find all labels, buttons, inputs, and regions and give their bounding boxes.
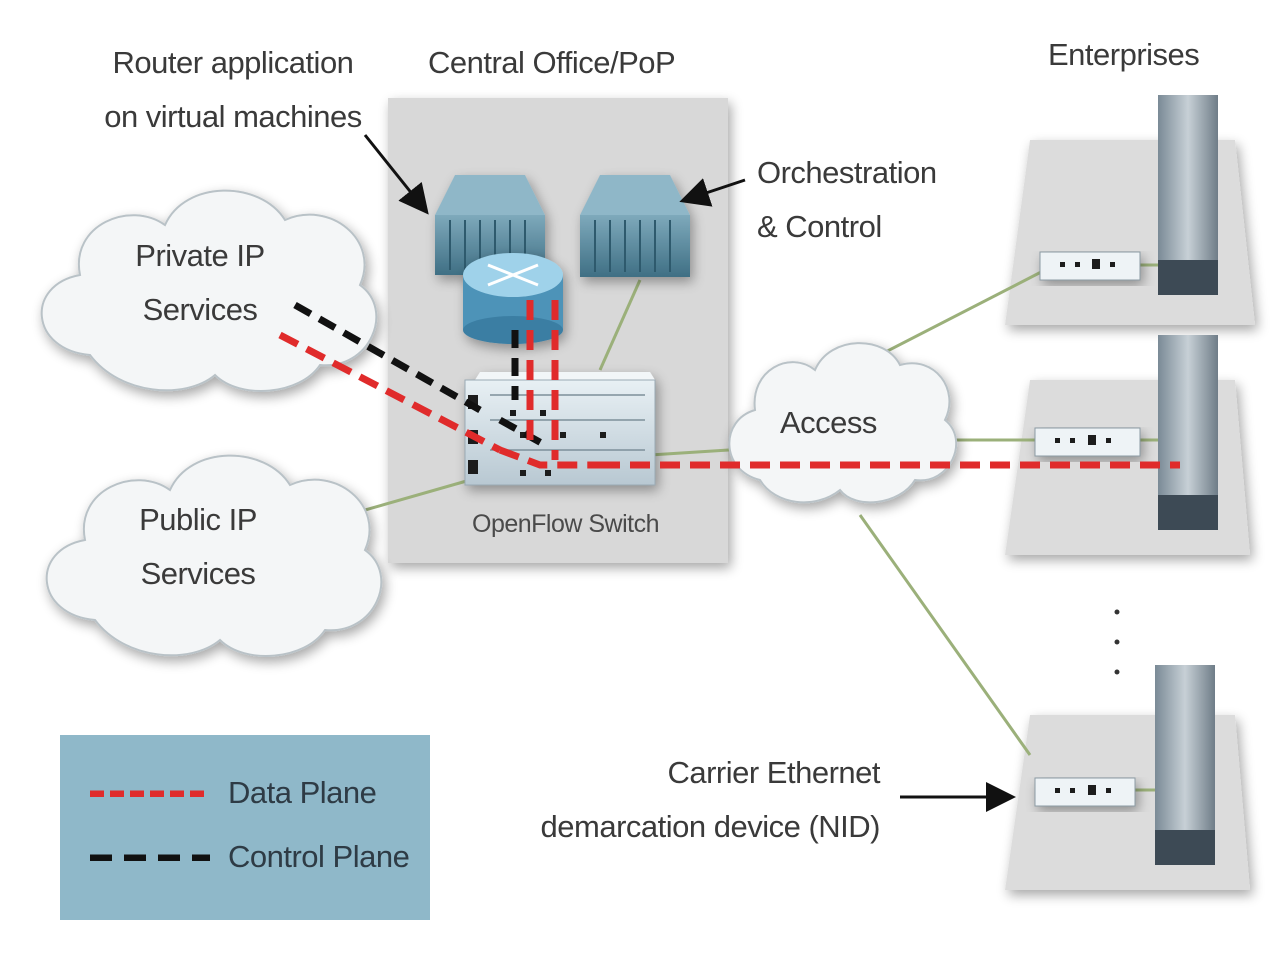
nid-device-3 bbox=[1034, 777, 1136, 807]
legend-swatch-control-plane bbox=[90, 854, 210, 861]
enterprise-tower-2 bbox=[1158, 335, 1218, 530]
nid-device-1 bbox=[1039, 251, 1141, 281]
legend: Data Plane Control Plane bbox=[60, 735, 430, 920]
arrow-router-app bbox=[363, 134, 429, 215]
legend-label-control-plane: Control Plane bbox=[228, 839, 410, 874]
label-carrier-line1: Carrier Ethernet bbox=[667, 755, 880, 790]
label-private-ip-line1: Private IP bbox=[135, 238, 265, 273]
label-carrier-line2: demarcation device (NID) bbox=[540, 808, 881, 844]
label-access: Access bbox=[780, 405, 877, 440]
label-public-ip-services: Public IP Services bbox=[108, 502, 288, 591]
label-enterprises: Enterprises bbox=[1048, 37, 1200, 72]
links bbox=[329, 263, 1170, 792]
label-private-ip-line2: Services bbox=[142, 291, 258, 327]
link-orchestration-to-switch bbox=[598, 279, 642, 371]
legend-label-data-plane: Data Plane bbox=[228, 775, 377, 810]
label-orchestration-line2: & Control bbox=[757, 208, 882, 244]
label-router-application-line1: Router application bbox=[112, 45, 354, 80]
label-public-ip-line1: Public IP bbox=[139, 502, 257, 537]
control-plane-path bbox=[293, 301, 547, 449]
enterprise-tower-3 bbox=[1155, 665, 1215, 865]
arrow-orchestration bbox=[679, 178, 746, 207]
orchestration-server bbox=[580, 175, 690, 277]
cloud-public-ip bbox=[45, 454, 383, 657]
label-private-ip-services: Private IP Services bbox=[110, 238, 290, 327]
more-enterprises-dots bbox=[1114, 609, 1120, 675]
label-router-application-line2: on virtual machines bbox=[104, 98, 362, 134]
link-access-to-ent3 bbox=[858, 514, 1032, 756]
nid-device-2 bbox=[1034, 427, 1141, 457]
legend-swatch-data-plane bbox=[90, 790, 210, 797]
legend-row-control-plane: Control Plane bbox=[90, 837, 410, 877]
label-central-office: Central Office/PoP bbox=[428, 45, 676, 80]
legend-row-data-plane: Data Plane bbox=[90, 773, 377, 813]
label-router-application: Router application on virtual machines bbox=[88, 45, 378, 134]
enterprise-tower-1 bbox=[1158, 95, 1218, 295]
link-access-to-ent1 bbox=[869, 268, 1046, 362]
label-orchestration-control: Orchestration & Control bbox=[757, 155, 937, 244]
label-public-ip-line2: Services bbox=[140, 555, 256, 591]
label-orchestration-line1: Orchestration bbox=[757, 155, 937, 190]
data-plane-path bbox=[278, 300, 1180, 469]
label-openflow-switch: OpenFlow Switch bbox=[472, 510, 660, 538]
label-carrier-ethernet: Carrier Ethernet demarcation device (NID… bbox=[530, 755, 881, 844]
